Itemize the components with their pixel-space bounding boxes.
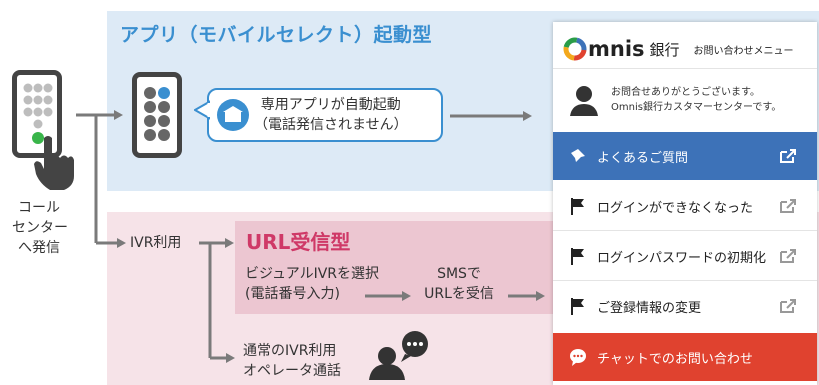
- menu-item-password-reset[interactable]: ログインパスワードの初期化: [553, 232, 817, 280]
- external-link-icon: [780, 199, 796, 213]
- menu-item-registration-change[interactable]: ご登録情報の変更: [553, 282, 817, 330]
- bubble-tail: [194, 100, 210, 120]
- logo-kanji: 銀行: [649, 40, 680, 59]
- chat-inquiry-button[interactable]: チャットでのお問い合わせ: [553, 333, 817, 381]
- visual-ivr-label: ビジュアルIVRを選択 (電話番号入力): [245, 266, 380, 302]
- external-link-icon: [780, 299, 796, 313]
- external-link-icon: [780, 149, 796, 163]
- logo-text: mnis: [588, 37, 645, 61]
- caller-label: コール センター へ発信: [12, 200, 68, 256]
- omnis-logo-icon: [563, 37, 587, 61]
- flag-icon: [571, 248, 584, 265]
- faq-label: よくあるご質問: [597, 150, 689, 166]
- chat-bubble-icon: [570, 349, 586, 366]
- operator-greeting: お問合せありがとうございます。 Omnis銀行カスタマーセンターです。: [553, 76, 817, 124]
- app-phone-icon: [132, 72, 182, 158]
- faq-button[interactable]: よくあるご質問: [553, 132, 817, 180]
- external-link-icon: [780, 249, 796, 263]
- pin-icon: [571, 149, 585, 162]
- normal-ivr-label: 通常のIVR利用 オペレータ通話: [243, 343, 341, 379]
- menu-item-login-failed[interactable]: ログインができなくなった: [553, 182, 817, 230]
- bank-app-icon: [217, 99, 249, 131]
- greeting-text: お問合せありがとうございます。 Omnis銀行カスタマーセンターです。: [611, 87, 782, 113]
- menu-header: mnis 銀行 お問い合わせメニュー: [553, 34, 817, 64]
- caller-phone-icon: [12, 70, 62, 158]
- menu-item-label: ログインパスワードの初期化: [597, 250, 767, 266]
- flag-icon: [571, 198, 584, 215]
- flag-icon: [571, 298, 584, 315]
- menu-header-title: お問い合わせメニュー: [693, 45, 794, 57]
- operator-chat-icon: [369, 331, 428, 380]
- menu-item-label: ご登録情報の変更: [597, 300, 702, 316]
- operator-icon: [570, 86, 598, 116]
- chat-label: チャットでのお問い合わせ: [597, 351, 753, 367]
- inquiry-menu-screen: mnis 銀行 お問い合わせメニュー お問合せありがとうございます。 Omnis…: [553, 22, 817, 385]
- menu-item-label: ログインができなくなった: [597, 200, 754, 216]
- url-receive-title: URL受信型: [246, 230, 351, 254]
- app-launch-title: アプリ（モバイルセレクト）起動型: [120, 24, 433, 46]
- menu-divider: [553, 68, 817, 69]
- sms-receive-label: SMSで URLを受信: [424, 266, 494, 302]
- menu-divider: [553, 280, 817, 281]
- tap-hand-icon: [34, 136, 74, 190]
- url-receive-panel: [235, 221, 565, 314]
- app-launch-bubble-text: 専用アプリが自動起動 （電話発信されません）: [254, 97, 408, 133]
- menu-divider: [553, 230, 817, 231]
- ivr-label: IVR利用: [130, 235, 182, 251]
